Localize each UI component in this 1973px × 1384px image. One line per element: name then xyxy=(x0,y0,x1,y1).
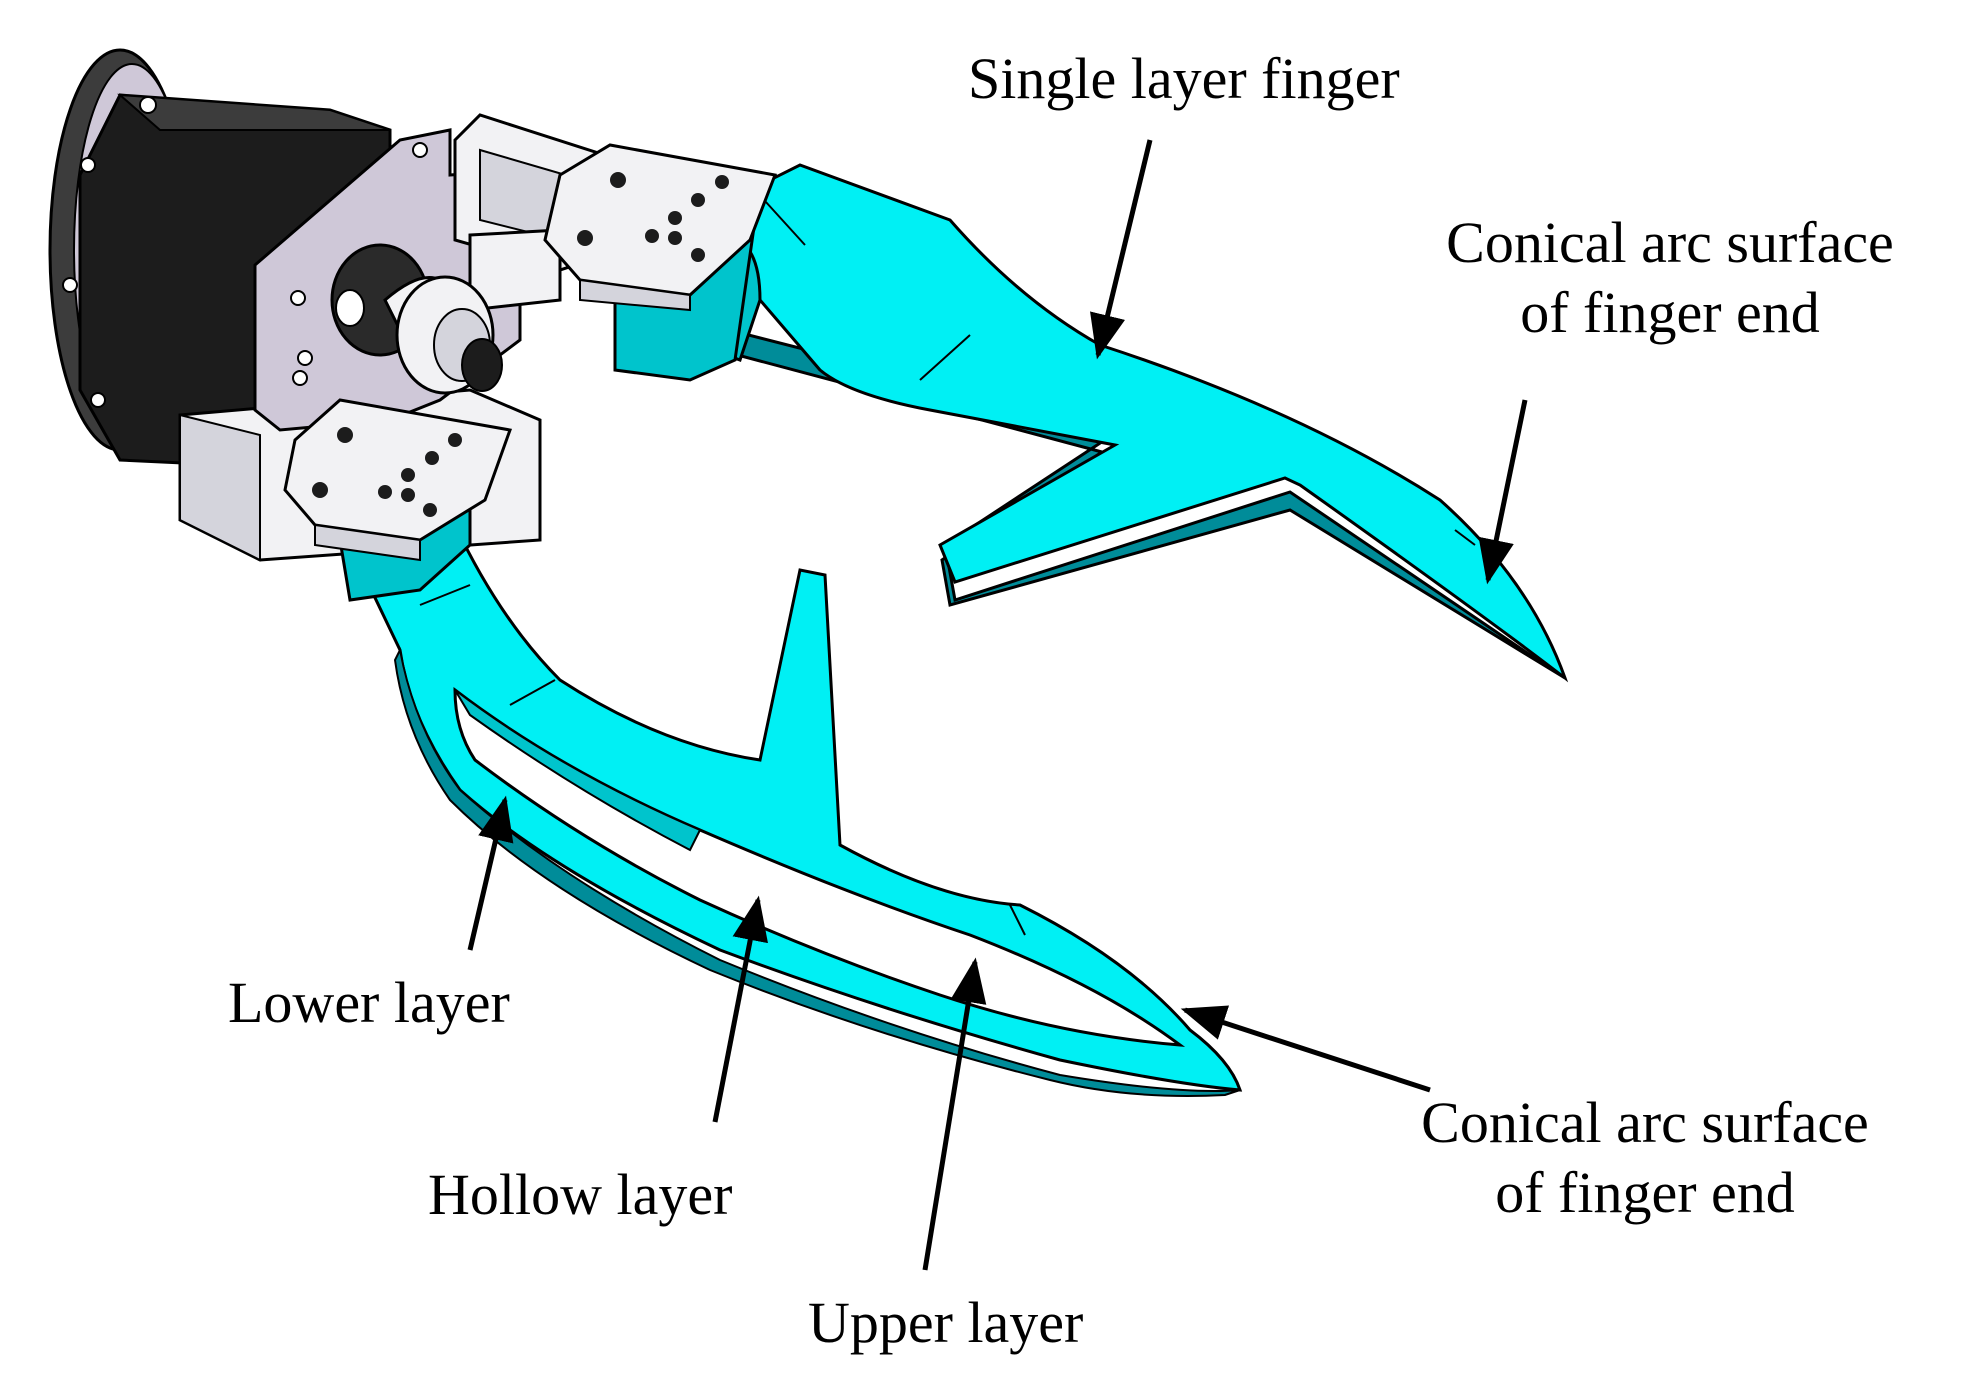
plate-screw-hole xyxy=(312,482,328,498)
plate-screw-hole xyxy=(691,193,705,207)
plate-screw-hole xyxy=(691,248,705,262)
flange-screw-hole xyxy=(139,96,157,114)
label-conical-arc-lower: Conical arc surface of finger end xyxy=(1365,1088,1925,1228)
upper-finger-seam xyxy=(919,334,971,381)
plate-screw-hole xyxy=(401,468,415,482)
bracket-hole xyxy=(292,370,308,386)
plate-screw-hole xyxy=(378,485,392,499)
label-conical-arc-upper: Conical arc surface of finger end xyxy=(1390,208,1950,348)
label-upper-layer: Upper layer xyxy=(808,1290,1084,1355)
drive-cam xyxy=(335,228,562,395)
label-hollow-layer: Hollow layer xyxy=(428,1162,733,1227)
motor-body-top xyxy=(117,93,391,131)
label-single-layer-finger: Single layer finger xyxy=(968,46,1400,111)
plate-screw-hole xyxy=(715,175,729,189)
lower-finger-body xyxy=(342,523,1243,1092)
lower-finger-seam xyxy=(509,679,556,706)
plate-screw-hole xyxy=(337,427,353,443)
double-layer-finger xyxy=(338,448,1243,1097)
hollow-slot-shade xyxy=(454,689,702,852)
bracket-base-shade xyxy=(179,413,261,562)
arrow-upper-layer xyxy=(922,957,987,1271)
upper-finger-body xyxy=(743,163,1569,683)
bracket-hole xyxy=(412,142,428,158)
lower-finger-seam xyxy=(419,584,471,606)
plate-screw-hole xyxy=(401,488,415,502)
arrow-conical-upper xyxy=(1478,399,1528,585)
label-conical-arc-lower-line1: Conical arc surface xyxy=(1421,1090,1869,1155)
arrow-hollow-layer xyxy=(712,895,768,1123)
plate-screw-hole xyxy=(668,231,682,245)
stepper-motor xyxy=(48,48,392,472)
shaft-collar xyxy=(335,289,365,327)
lower-finger-under-side xyxy=(393,646,1241,1097)
label-conical-arc-lower-line2: of finger end xyxy=(1495,1160,1795,1225)
label-conical-arc-upper-line2: of finger end xyxy=(1520,280,1820,345)
arrow-single-layer-finger xyxy=(1090,139,1153,360)
plate-screw-hole xyxy=(425,451,439,465)
hollow-slot xyxy=(453,686,1186,1047)
shaft-end xyxy=(461,338,503,392)
bracket-hole xyxy=(297,350,313,366)
arrow-lower-layer xyxy=(467,795,514,951)
upper-clamp-plate xyxy=(543,143,778,312)
lower-clamp-plate xyxy=(283,398,513,562)
plate-screw-hole xyxy=(645,229,659,243)
flange-screw-hole xyxy=(80,157,96,173)
flange-screw-hole xyxy=(62,277,78,293)
callout-arrows xyxy=(467,139,1528,1271)
plate-screw-hole xyxy=(577,230,593,246)
upper-clamp-plate-edge xyxy=(579,278,691,312)
bracket-hole xyxy=(290,290,306,306)
lower-finger-seam xyxy=(1009,904,1026,936)
plate-screw-hole xyxy=(610,172,626,188)
plate-screw-hole xyxy=(668,211,682,225)
arrow-conical-lower xyxy=(1180,1005,1431,1093)
lower-clamp-plate-edge xyxy=(314,523,421,562)
plate-screw-hole xyxy=(423,503,437,517)
plate-screw-hole xyxy=(448,433,462,447)
upper-finger-seam xyxy=(1454,529,1476,546)
flange-screw-hole xyxy=(90,392,106,408)
label-conical-arc-upper-line1: Conical arc surface xyxy=(1446,210,1894,275)
label-lower-layer: Lower layer xyxy=(228,970,510,1035)
